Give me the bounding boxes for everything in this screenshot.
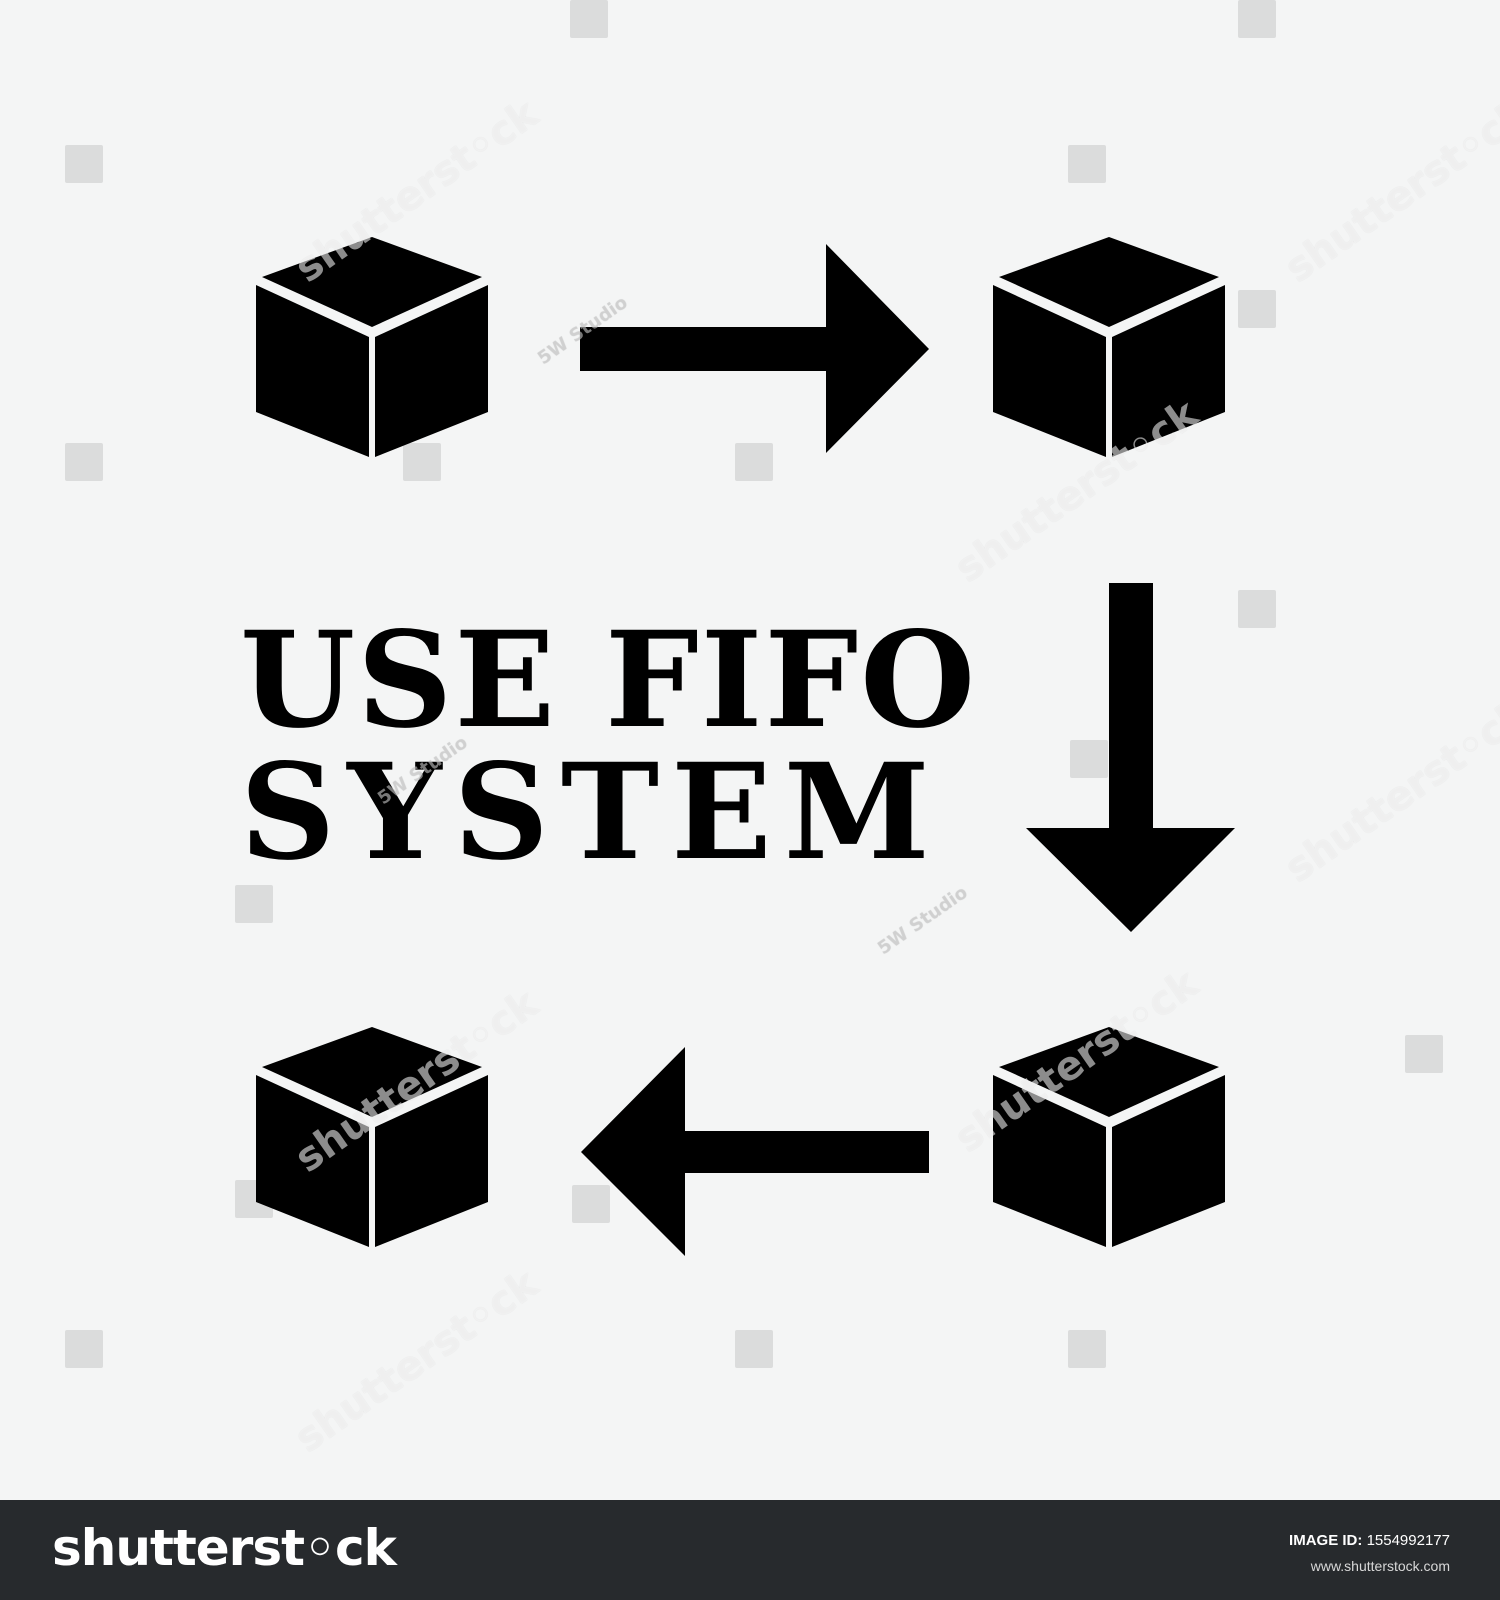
image-id-label: IMAGE ID: — [1289, 1532, 1363, 1549]
box-icon-bottom-left — [256, 1027, 488, 1247]
headline-line-2: SYSTEM — [240, 735, 942, 890]
headline: USE FIFO SYSTEM — [240, 603, 978, 890]
box-icon-top-right — [993, 237, 1225, 457]
headline-line-1: USE FIFO — [240, 603, 978, 758]
illustration-canvas: USE FIFO SYSTEM shutterst◦ck shutterst◦c… — [65, 0, 1500, 1462]
image-id: IMAGE ID: 1554992177 — [1289, 1530, 1450, 1552]
arrow-down-icon — [1026, 583, 1235, 932]
arrow-left-icon — [581, 1047, 929, 1256]
footer-bar: shutterst◦ck IMAGE ID: 1554992177 www.sh… — [0, 1500, 1500, 1600]
box-icon-bottom-right — [993, 1027, 1225, 1247]
image-id-value: 1554992177 — [1366, 1532, 1450, 1549]
box-icon-top-left — [256, 237, 488, 457]
fifo-diagram — [256, 237, 1235, 1256]
footer-brand-logo: shutterst◦ck — [52, 1519, 397, 1577]
arrow-right-icon — [580, 244, 929, 453]
footer-site-link[interactable]: www.shutterstock.com — [1310, 1558, 1450, 1574]
